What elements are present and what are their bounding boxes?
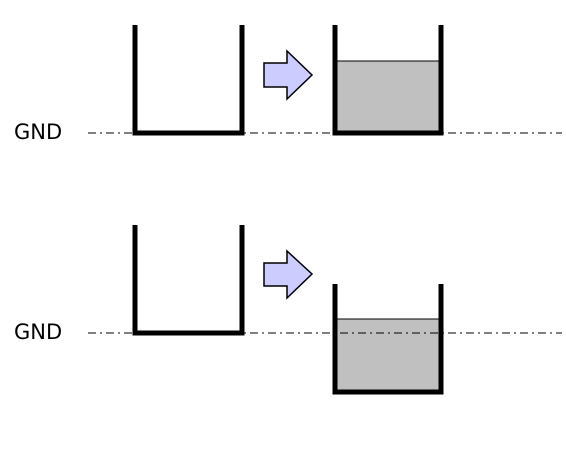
filled-container-row-2 <box>332 284 444 395</box>
gnd-label-row-1: GND <box>14 120 62 144</box>
scenario-row-2: GND <box>14 225 562 395</box>
right-arrow-icon-row-1 <box>263 49 314 101</box>
gnd-label-row-2: GND <box>14 320 62 344</box>
empty-container-row-2 <box>132 225 245 336</box>
empty-container-row-1 <box>132 25 245 136</box>
liquid-row-2 <box>334 318 441 393</box>
liquid-row-1 <box>334 60 441 134</box>
scenario-row-1: GND <box>14 25 562 144</box>
filled-container-row-1 <box>332 25 444 136</box>
right-arrow-icon-row-2 <box>263 249 314 300</box>
